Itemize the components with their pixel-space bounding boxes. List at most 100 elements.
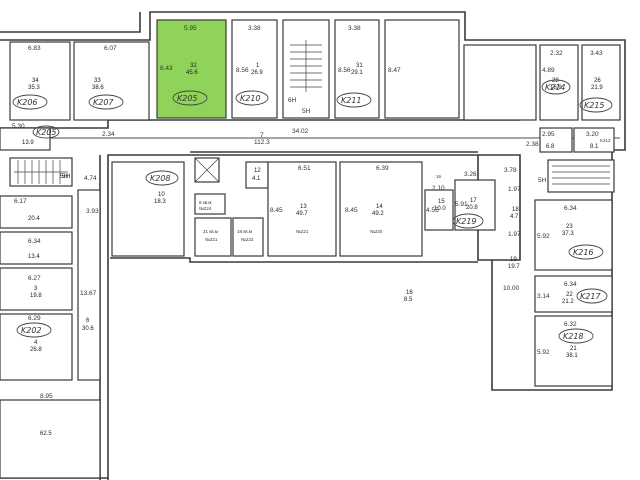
room-28[interactable] [539,44,579,121]
room-21-dim-side: 5.92 [537,349,550,356]
room-13-num: 13 [300,204,307,210]
room-35-dim-top: 5.30 [12,123,25,130]
room-10-tag: K208 [150,174,171,183]
room-26-tag-oval [579,97,613,113]
room-21-num: 21 [570,346,577,352]
room-top-right-a[interactable] [463,44,537,121]
room-4-tag-oval [16,322,52,338]
room-1-tag: K210 [240,94,261,103]
room-15-dim-top: 2.10 [432,185,445,192]
room-3[interactable] [0,267,73,311]
room-62[interactable] [0,399,101,479]
room-small-c[interactable] [194,193,226,215]
room-1-num: 1 [256,63,260,69]
room-32-highlighted[interactable] [156,19,227,119]
room-1[interactable] [231,19,278,119]
room-28-area: 16.9 [550,85,562,91]
room-28-tag: K214 [545,83,566,92]
room-32-tag-oval [172,90,208,106]
room-18-dim-bot: 1.97 [508,231,521,238]
room-10-num: 10 [158,192,165,198]
room-23[interactable] [534,199,613,271]
elevator-cross-b [194,157,220,183]
dim-378: 3.78 [504,167,517,174]
room-24[interactable] [573,127,615,153]
room-6-dim-side: 13.67 [80,290,97,297]
stair-lines-top [290,40,322,92]
room-17-num: 17 [470,198,477,204]
room-10[interactable] [111,161,185,257]
room-28-num: 28 [552,78,559,84]
room-18-dim-top: 1.97 [508,186,521,193]
room-35-tag-oval [32,125,60,139]
dim-393: 3.93 [86,208,99,215]
room-6-area: 30.6 [82,326,94,332]
room-14-num: 14 [376,204,383,210]
room-33-tag: K207 [93,98,114,107]
stair-lines-right [552,165,610,185]
room-22-dim-top: 6.34 [564,281,577,288]
room-33-area: 38.6 [92,85,104,91]
room-17-tag: K219 [456,217,477,226]
room-17-area: 20.8 [466,205,478,211]
room-small-b[interactable] [232,217,264,257]
room-mid-dim-side: 8.47 [388,67,401,74]
room-22-tag: K217 [580,292,601,301]
corridor-7-num: 7 [260,132,264,139]
room-small-b-sub: №222 [241,237,254,242]
room-2-dim-top: 6.17 [14,198,27,205]
room-23-dim-side: 5.92 [537,233,550,240]
room-13[interactable] [267,161,337,257]
sh-label-3: 5H [302,108,311,115]
room-small-a-sub: №221 [205,237,218,242]
room-15[interactable] [424,189,454,231]
room-33-dim-top: 6.07 [104,45,117,52]
room-21[interactable] [534,315,613,387]
room-small-a-label: 21 кв.м [203,229,218,234]
room-19-num: 19 [510,257,517,263]
room-5-area: 62.5 [40,431,52,437]
room-26[interactable] [581,44,621,121]
room-4[interactable] [0,313,73,381]
room-24-area: 8.1 [590,144,599,150]
room-35[interactable] [0,127,51,151]
room-26-tag: K215 [584,101,605,110]
room-2-area: 20.4 [28,216,40,222]
room-17[interactable] [454,179,496,231]
room-15-num: 15 [438,199,445,205]
room-33[interactable] [73,41,150,121]
room-34-tag: K206 [17,98,38,107]
room-13-4[interactable] [0,231,73,265]
room-34-tag-oval [12,94,48,110]
room-16-top-num: 16 [436,174,442,179]
room-22-tag-oval [576,288,608,304]
room-1-dim-top: 3.38 [248,25,261,32]
room-28-dim-top: 2.32 [550,50,563,57]
dim-238: 2.38 [526,141,539,148]
room-13-dim-side: 8.45 [270,207,283,214]
room-16-area: 8.5 [404,297,413,303]
room-13-label: №221 [296,229,309,234]
sh-label-1: 5H [60,173,69,180]
room-25[interactable] [539,127,573,153]
room-21-tag: K218 [563,332,584,341]
room-14-dim-top: 6.39 [376,165,389,172]
corridor-7-dim: 34.02 [292,128,309,135]
room-mid-top[interactable] [384,19,460,119]
room-31[interactable] [334,19,380,119]
room-6[interactable] [77,189,101,381]
room-18-area: 4.7 [510,214,519,220]
room-15-dim-side: 4.55 [426,207,439,214]
dim-474: 4.74 [84,175,97,182]
room-22[interactable] [534,275,613,313]
room-12[interactable] [245,161,269,189]
room-18-num: 18 [512,207,519,213]
room-14[interactable] [339,161,423,257]
room-34[interactable] [9,41,71,121]
room-31-dim-top: 3.38 [348,25,361,32]
room-2[interactable] [0,195,73,229]
room-33-num: 33 [94,78,101,84]
room-small-a[interactable] [194,217,232,257]
room-1-tag-oval [235,90,269,106]
